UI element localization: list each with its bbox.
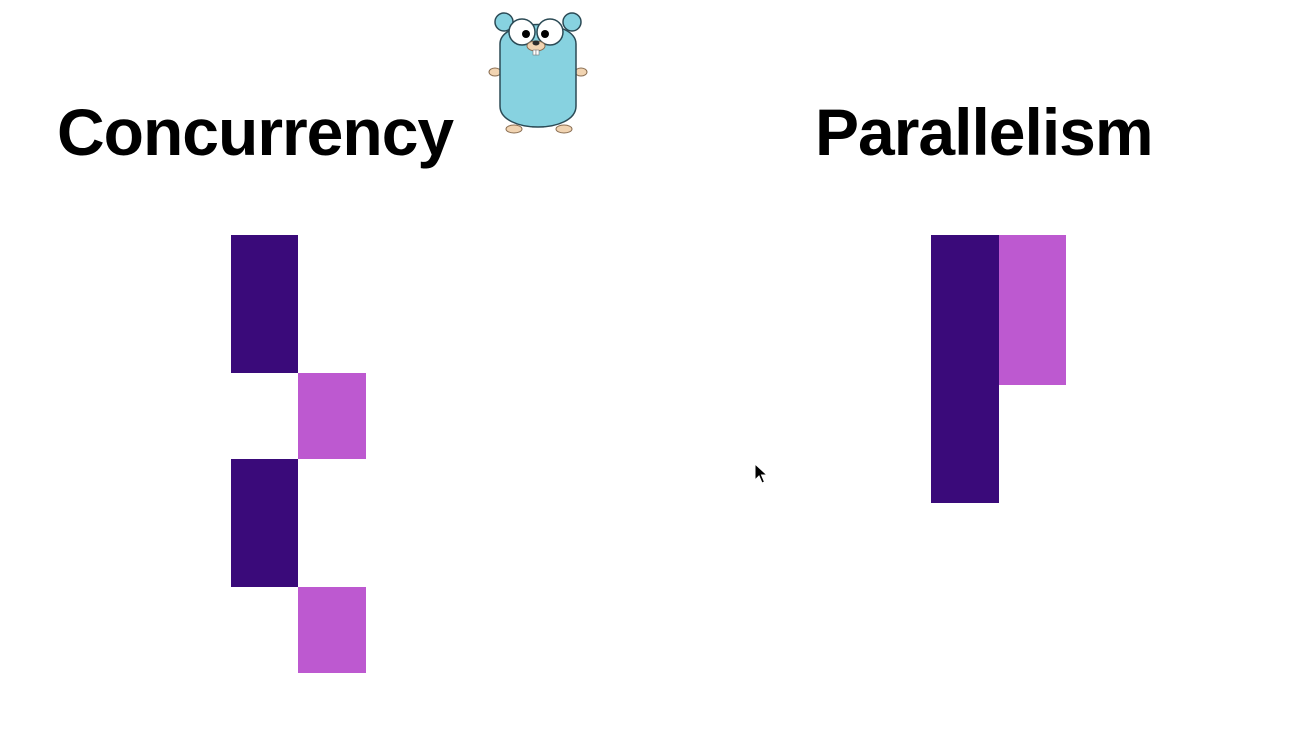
task-a-block — [231, 459, 298, 587]
mouse-cursor-icon — [754, 463, 768, 484]
task-b-block — [999, 235, 1066, 385]
parallelism-title: Parallelism — [815, 95, 1154, 169]
go-gopher-icon — [488, 12, 588, 134]
concurrency-title: Concurrency — [57, 95, 454, 169]
task-a-block — [231, 235, 298, 373]
task-b-block — [298, 587, 366, 673]
task-b-block — [298, 373, 366, 459]
parallelism-diagram — [931, 235, 1066, 503]
concurrency-diagram — [231, 235, 366, 673]
task-a-block — [931, 235, 999, 503]
